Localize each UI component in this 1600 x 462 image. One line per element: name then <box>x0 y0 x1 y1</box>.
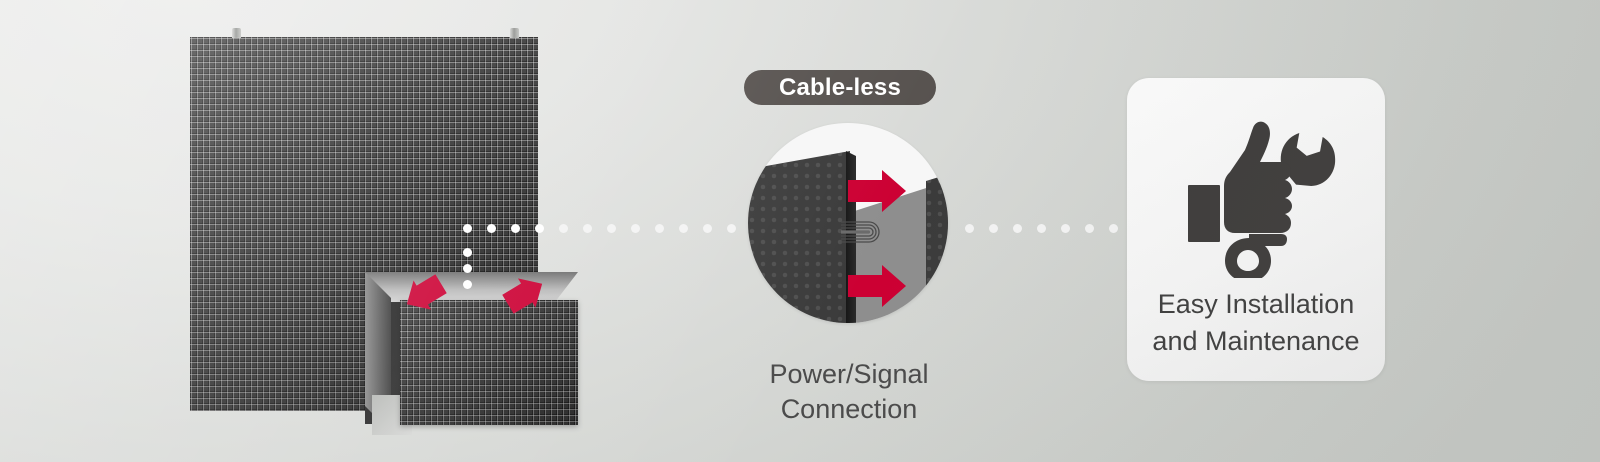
detached-led-module <box>400 300 578 425</box>
dotted-connector-right <box>1061 224 1070 233</box>
pin-connector-icon <box>841 218 883 246</box>
dotted-connector-left <box>463 264 472 273</box>
module-cavity-top <box>365 272 578 302</box>
dotted-connector-left <box>631 224 640 233</box>
insertion-arrow-left <box>398 269 450 319</box>
cable-less-badge: Cable-less <box>744 70 936 105</box>
power-signal-caption: Power/Signal Connection <box>690 357 1008 427</box>
dotted-connector-left <box>583 224 592 233</box>
dotted-connector-left <box>463 280 472 289</box>
easy-installation-caption-line1: Easy Installation <box>1157 289 1355 319</box>
easy-installation-caption-line2: and Maintenance <box>1152 326 1360 356</box>
mount-tab-right <box>510 28 519 38</box>
dotted-connector-left <box>679 224 688 233</box>
mount-tab-left <box>232 28 241 38</box>
dotted-connector-left <box>559 224 568 233</box>
signal-arrow-bottom <box>848 265 906 307</box>
circle-panel-edge <box>846 151 856 323</box>
dotted-connector-left <box>487 224 496 233</box>
thumbs-up-with-wrench-icon <box>1177 108 1337 278</box>
signal-arrow-top <box>848 170 906 212</box>
dotted-connector-left <box>463 224 472 233</box>
power-signal-caption-line2: Connection <box>780 394 918 424</box>
dotted-connector-right <box>965 224 974 233</box>
dotted-connector-left <box>463 248 472 257</box>
dotted-connector-left <box>703 224 712 233</box>
dotted-connector-right <box>1037 224 1046 233</box>
circle-panel-right <box>926 167 948 323</box>
cable-less-badge-label: Cable-less <box>778 73 902 101</box>
dotted-connector-left <box>655 224 664 233</box>
dotted-connector-left <box>727 224 736 233</box>
power-signal-detail-circle <box>748 123 948 323</box>
dotted-connector-right <box>1013 224 1022 233</box>
circle-panel-left <box>748 151 850 323</box>
insertion-arrow-right <box>499 269 551 319</box>
dotted-connector-left <box>535 224 544 233</box>
module-sheen <box>400 300 578 425</box>
dotted-connector-left <box>607 224 616 233</box>
dotted-connector-right <box>1085 224 1094 233</box>
power-signal-caption-line1: Power/Signal <box>769 359 929 389</box>
dotted-connector-right <box>1109 224 1118 233</box>
easy-installation-caption: Easy Installation and Maintenance <box>1127 286 1385 360</box>
dotted-connector-right <box>989 224 998 233</box>
easy-installation-card: Easy Installation and Maintenance <box>1127 78 1385 381</box>
dotted-connector-left <box>511 224 520 233</box>
